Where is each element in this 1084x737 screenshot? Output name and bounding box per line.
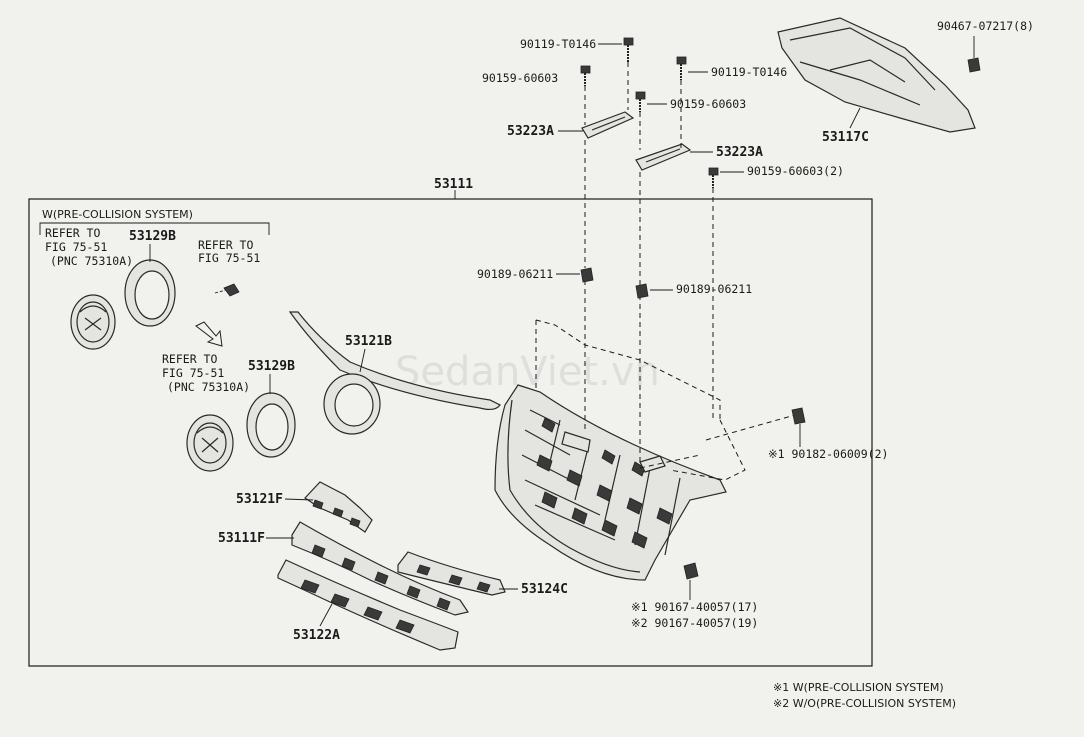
precollision-label: W(PRE-COLLISION SYSTEM): [42, 208, 193, 221]
label-53223a-right: 53223A: [716, 145, 763, 160]
svg-text:FIG 75-51: FIG 75-51: [198, 251, 260, 265]
ring-53129b-top-part: [124, 259, 176, 327]
bolt-90119-right-icon: [676, 56, 687, 80]
screw-90467-icon: [967, 36, 981, 73]
label-90159-right: 90159-60603(2): [747, 164, 844, 178]
refer-note-2: REFER TO FIG 75-51: [198, 238, 260, 265]
clip-90189-right-icon: [635, 283, 649, 299]
label-53117c: 53117C: [822, 130, 869, 145]
clip-90182-icon: [791, 407, 806, 425]
svg-text:FIG 75-51: FIG 75-51: [162, 366, 224, 380]
label-90189-left: 90189-06211: [477, 267, 553, 281]
svg-text:FIG 75-51: FIG 75-51: [45, 240, 107, 254]
label-53129b-top: 53129B: [129, 229, 176, 244]
bracket-53223a-right-part: [635, 143, 692, 171]
footnote-2: ※2 W/O(PRE-COLLISION SYSTEM): [773, 697, 956, 710]
clip-90167-icon: [683, 562, 699, 580]
chrome-strip-53121b-part: [288, 311, 501, 435]
watermark: SedanViet.vn: [395, 349, 660, 395]
svg-text:REFER TO: REFER TO: [198, 238, 253, 252]
label-53111f: 53111F: [218, 531, 265, 546]
label-90467: 90467-07217(8): [937, 19, 1034, 33]
lower-grille-53111f-part: [291, 521, 469, 616]
ring-53129b-mid-part: [246, 392, 296, 458]
label-53121b: 53121B: [345, 334, 392, 349]
bolt-90159-left-icon: [580, 65, 591, 86]
label-90167-1: ※1 90167-40057(17): [631, 600, 758, 614]
emblem-top-part: [70, 294, 116, 350]
bracket-53223a-left-part: [581, 111, 635, 139]
label-90182: ※1 90182-06009(2): [768, 447, 888, 461]
label-90159-left: 90159-60603: [482, 71, 558, 85]
svg-text:REFER TO: REFER TO: [45, 226, 100, 240]
label-53121f: 53121F: [236, 492, 283, 507]
label-53223a-left: 53223A: [507, 124, 554, 139]
bolt-90159-right-icon: [708, 167, 719, 188]
svg-text:(PNC 75310A): (PNC 75310A): [50, 254, 133, 268]
refer-arrow-icon: [195, 321, 223, 347]
garnish-53121f-part: [304, 481, 373, 533]
label-90119-top: 90119-T0146: [520, 37, 596, 51]
label-90189-right: 90189-06211: [676, 282, 752, 296]
label-53124c: 53124C: [521, 582, 568, 597]
label-53122a: 53122A: [293, 628, 340, 643]
refer-note-1: REFER TO FIG 75-51 (PNC 75310A): [45, 226, 133, 268]
label-90159-mid: 90159-60603: [670, 97, 746, 111]
bolt-90159-mid-icon: [635, 91, 646, 112]
clip-90189-left-icon: [580, 267, 594, 283]
lower-garnish-53122a-part: [277, 559, 459, 651]
bolt-90119-top-icon: [623, 37, 634, 62]
label-53129b-mid: 53129B: [248, 359, 295, 374]
group-box: [28, 198, 873, 667]
group-box-label: 53111: [434, 177, 473, 192]
svg-text:REFER TO: REFER TO: [162, 352, 217, 366]
label-90119-right: 90119-T0146: [711, 65, 787, 79]
svg-text:(PNC 75310A): (PNC 75310A): [167, 380, 250, 394]
garnish-53124c-part: [397, 551, 506, 596]
footnote-1: ※1 W(PRE-COLLISION SYSTEM): [773, 681, 944, 694]
cover-53117c-part: [777, 17, 976, 133]
emblem-mid-part: [186, 414, 234, 472]
clip-part: [214, 283, 240, 297]
grille-53111-part: [494, 384, 727, 581]
refer-note-3: REFER TO FIG 75-51 (PNC 75310A): [162, 352, 250, 394]
label-90167-2: ※2 90167-40057(19): [631, 616, 758, 630]
